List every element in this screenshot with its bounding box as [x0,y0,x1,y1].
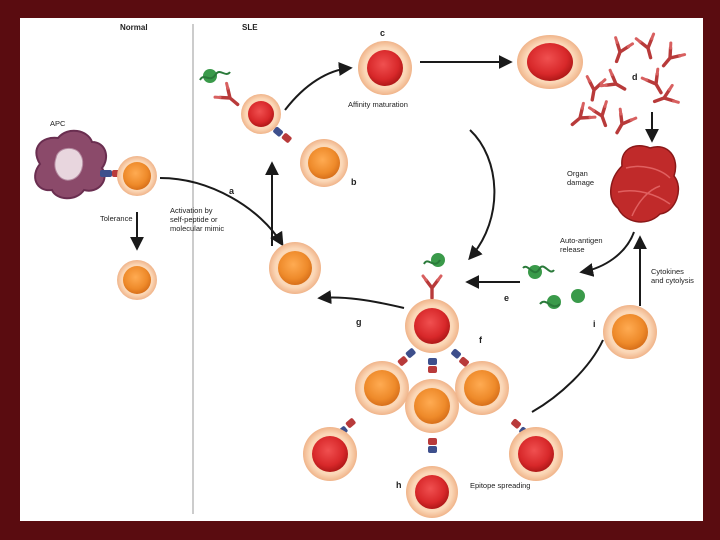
cytokines-label-1: Cytokines [651,267,684,276]
letter-a: a [229,186,235,196]
arrow-to-c [284,62,353,111]
sle-pathogenesis-diagram: Normal SLE APC Tolerance [34,23,694,518]
t-cell-f-right [455,361,509,415]
activation-arrow [159,177,284,247]
receptors-f [397,348,469,373]
antibody-top-left [213,81,246,114]
autoantigen-label-2: release [560,245,585,254]
activation-line1: Activation by [170,206,213,215]
receptor-b [273,126,292,143]
normal-t-cell-bottom [117,260,157,300]
t-cell-f-center [405,379,459,433]
apc-label: APC [50,119,66,128]
letter-b: b [351,177,357,187]
arrow-g [317,290,405,309]
antigen-center [423,253,445,267]
letter-f: f [479,335,483,345]
letter-e: e [504,293,509,303]
t-cell-i [603,305,657,359]
release-arrow [579,231,635,277]
autoantigen-label-1: Auto-antigen [560,236,603,245]
arrow-to-f [468,129,496,261]
sle-header: SLE [242,23,258,32]
b-cell-b [241,94,281,134]
letter-d: d [632,72,638,82]
activation-line2: self-peptide or [170,215,218,224]
antibody-center [421,274,443,300]
b-cell-f [405,299,459,353]
b-cell-h-center [406,466,458,518]
b-cell-h-left [303,427,357,481]
epitope-label: Epitope spreading [470,481,530,490]
cytokines-label-2: and cytolysis [651,276,694,285]
b-cell-h-right [509,427,563,481]
letter-h: h [396,480,402,490]
sle-t-cell-left [269,242,321,294]
t-cell-f-left [355,361,409,415]
letter-g: g [356,317,362,327]
released-antigens [522,265,585,309]
activation-line3: molecular mimic [170,224,224,233]
kidney-icon [610,145,680,223]
tolerance-label: Tolerance [100,214,133,223]
affinity-label: Affinity maturation [348,100,408,109]
antigen-top-left [199,69,231,83]
plasma-cell [517,35,583,89]
normal-header: Normal [120,23,148,32]
figure-panel: Normal SLE APC Tolerance [20,18,703,521]
letter-i: i [593,319,596,329]
b-cell-c [358,41,412,95]
t-cell-i-link [531,339,604,413]
t-cell-b [300,139,348,187]
organ-label-2: damage [567,178,594,187]
letter-c: c [380,28,385,38]
apc-cell [34,129,108,200]
normal-t-cell-top [117,156,157,196]
antibody-cluster [564,32,687,139]
organ-label-1: Organ [567,169,588,178]
